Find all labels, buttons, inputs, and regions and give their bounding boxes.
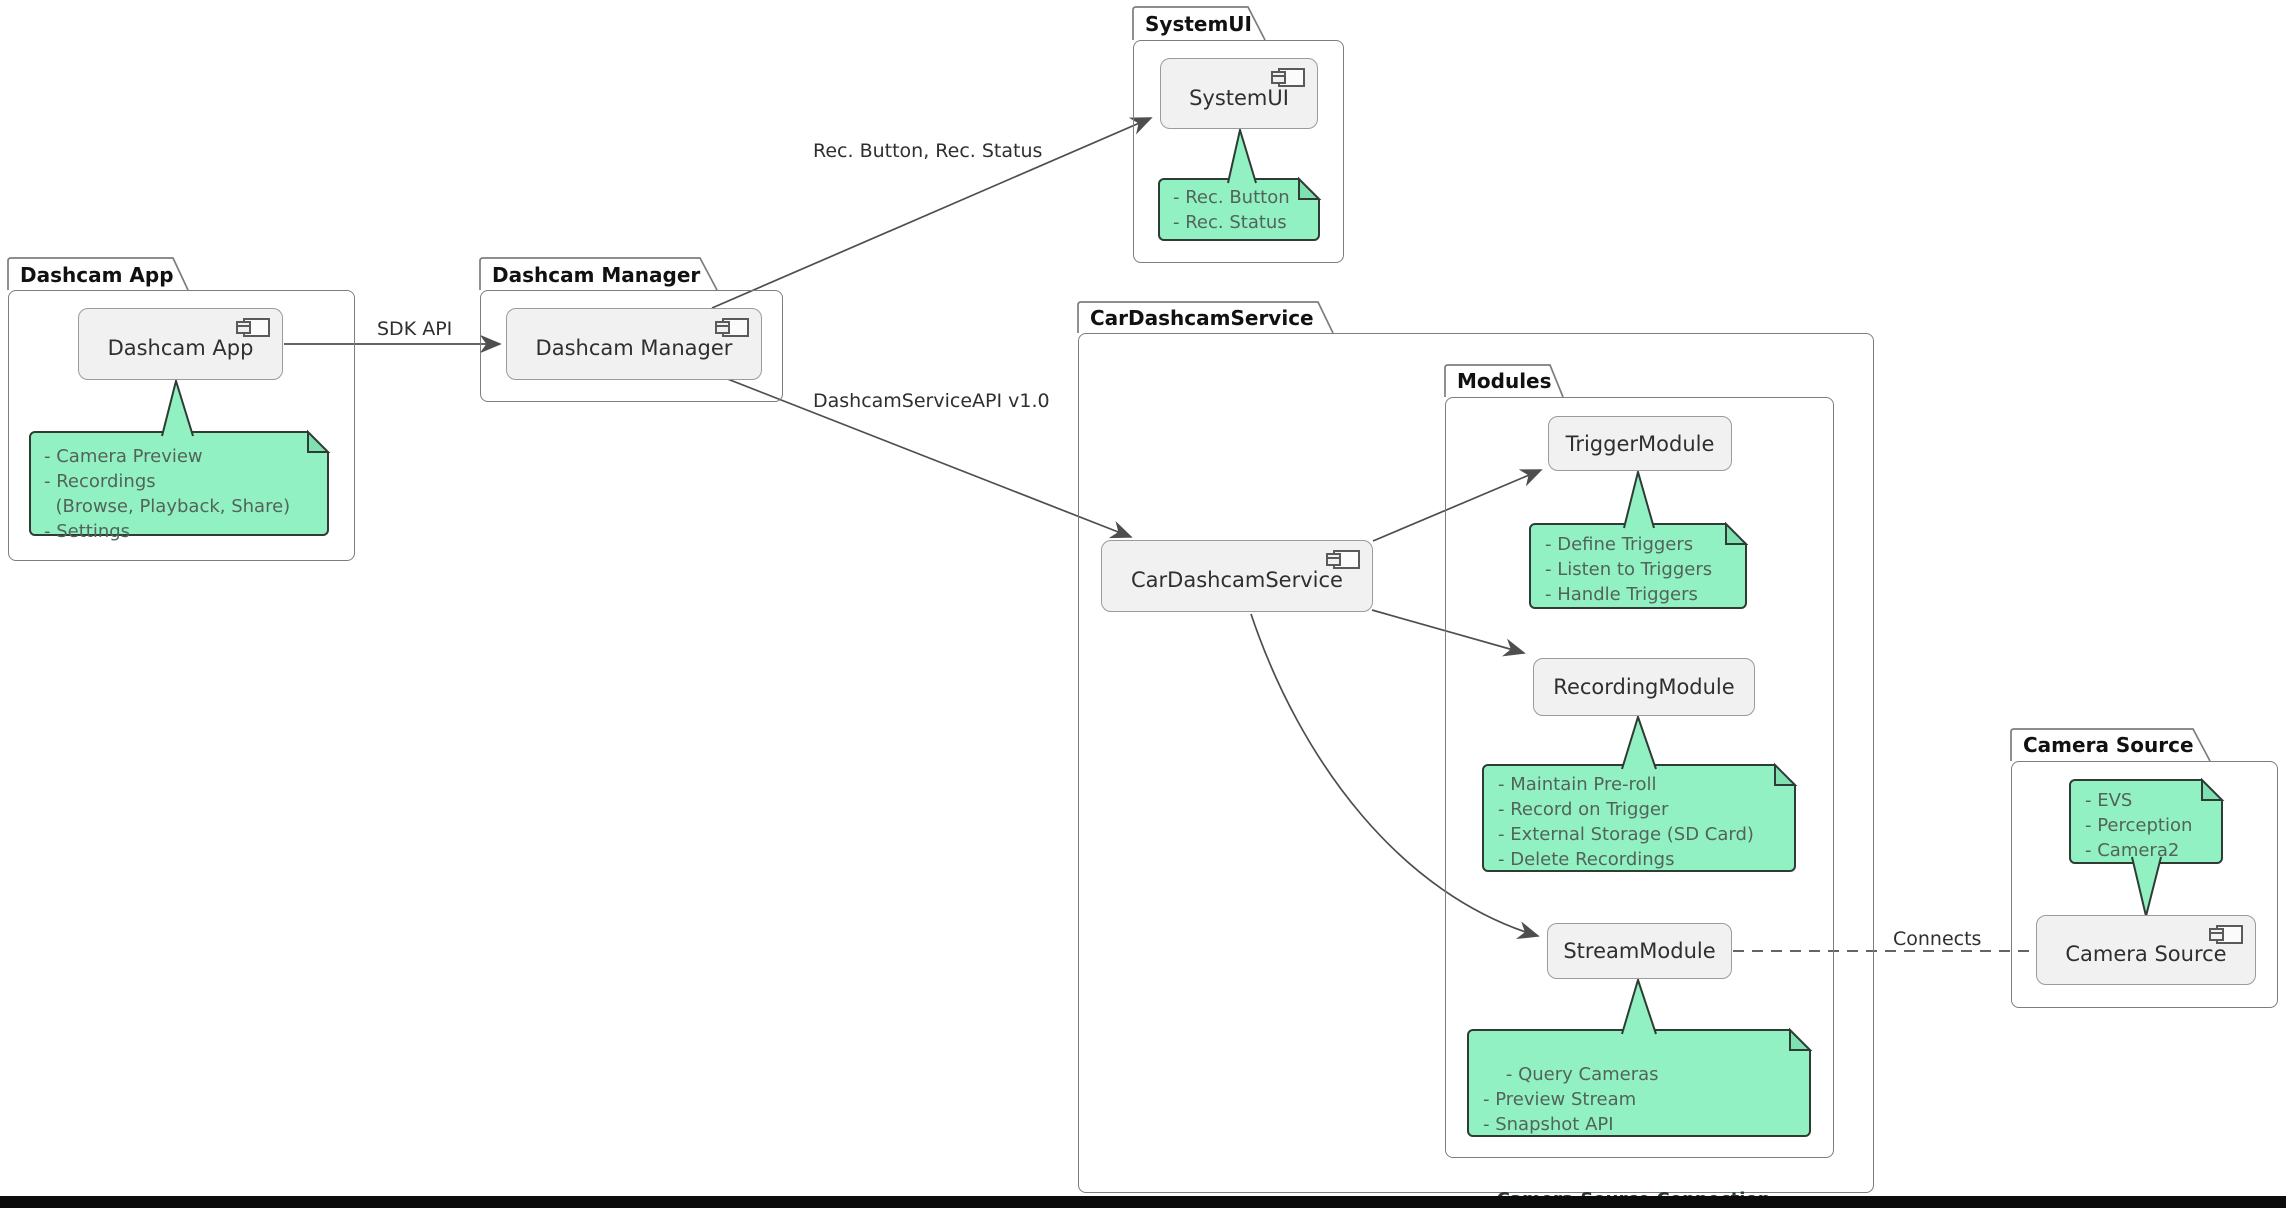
component-label: TriggerModule xyxy=(1565,431,1715,456)
systemui-tab-shape xyxy=(1132,6,1266,41)
package-dashcam-app xyxy=(8,290,355,561)
component-recording-module: RecordingModule xyxy=(1533,658,1755,716)
package-dashcam-manager xyxy=(480,290,783,402)
component-cardashcamservice: CarDashcamService xyxy=(1101,540,1373,612)
package-title-camera-source: Camera Source xyxy=(2023,733,2194,757)
component-camera-source: Camera Source xyxy=(2036,915,2256,985)
edges xyxy=(284,117,2034,952)
package-title-modules: Modules xyxy=(1457,369,1552,393)
edge-manager-service xyxy=(724,377,1133,539)
dashcam-app-tab-shape xyxy=(7,257,189,291)
dashcam-manager-tab-shape xyxy=(479,257,718,291)
edge-label-rec-button: Rec. Button, Rec. Status xyxy=(813,140,1043,162)
camera-source-tab-shape xyxy=(2010,728,2211,762)
component-dashcam-app: Dashcam App xyxy=(78,308,283,380)
component-label: Dashcam Manager xyxy=(535,336,733,360)
bottom-bar xyxy=(0,1196,2286,1208)
edge-label-service-api: DashcamServiceAPI v1.0 xyxy=(813,390,1050,412)
package-cardashcamservice xyxy=(1078,333,1874,1193)
component-systemui: SystemUI xyxy=(1160,58,1318,129)
note-systemui-pointer xyxy=(1227,126,1257,184)
note-recording-fold xyxy=(1774,762,1798,786)
package-camera-source xyxy=(2011,761,2278,1008)
component-icon xyxy=(1326,550,1360,569)
edge-label-connects: Connects xyxy=(1893,928,1982,950)
note-bodies xyxy=(29,126,2225,1137)
package-tab-shapes xyxy=(7,6,2211,762)
component-label: Dashcam App xyxy=(107,336,254,360)
component-icon xyxy=(715,318,749,337)
note-trigger-fold xyxy=(1725,521,1749,545)
note-systemui-fold xyxy=(1298,176,1322,200)
note-dashcam-app-pointer xyxy=(161,377,194,437)
edge-service-stream xyxy=(1250,613,1540,940)
note-camera-fold xyxy=(2201,777,2225,801)
component-label: SystemUI xyxy=(1189,85,1289,110)
package-title-cardashcamservice: CarDashcamService xyxy=(1090,306,1314,330)
package-title-dashcam-manager: Dashcam Manager xyxy=(492,263,701,287)
note-recording-pointer xyxy=(1621,713,1657,770)
component-dashcam-manager: Dashcam Manager xyxy=(506,308,762,380)
package-systemui xyxy=(1133,40,1344,263)
component-label: Camera Source xyxy=(2065,942,2227,966)
component-stream-module: StreamModule xyxy=(1547,923,1732,979)
package-modules xyxy=(1445,397,1834,1158)
package-title-systemui: SystemUI xyxy=(1145,12,1252,36)
note-stream-pointer xyxy=(1621,976,1657,1035)
component-trigger-module: TriggerModule xyxy=(1548,416,1732,471)
component-label: RecordingModule xyxy=(1553,675,1735,699)
edge-service-recording xyxy=(1371,609,1526,657)
edge-service-trigger xyxy=(1372,469,1543,542)
package-title-dashcam-app: Dashcam App xyxy=(20,263,174,287)
edge-manager-systemui xyxy=(711,117,1153,309)
note-stream-fold xyxy=(1789,1027,1813,1051)
component-label: CarDashcamService xyxy=(1131,568,1343,592)
component-icon xyxy=(236,318,270,337)
modules-tab-shape xyxy=(1444,364,1564,398)
note-trigger-pointer xyxy=(1623,468,1655,529)
edge-label-sdk-api: SDK API xyxy=(377,318,453,340)
cardashcamservice-tab-shape xyxy=(1077,301,1334,334)
component-icon xyxy=(2209,925,2243,944)
note-dashcam-app-fold xyxy=(307,429,331,453)
component-icon xyxy=(1271,68,1305,87)
component-label: StreamModule xyxy=(1563,939,1716,963)
